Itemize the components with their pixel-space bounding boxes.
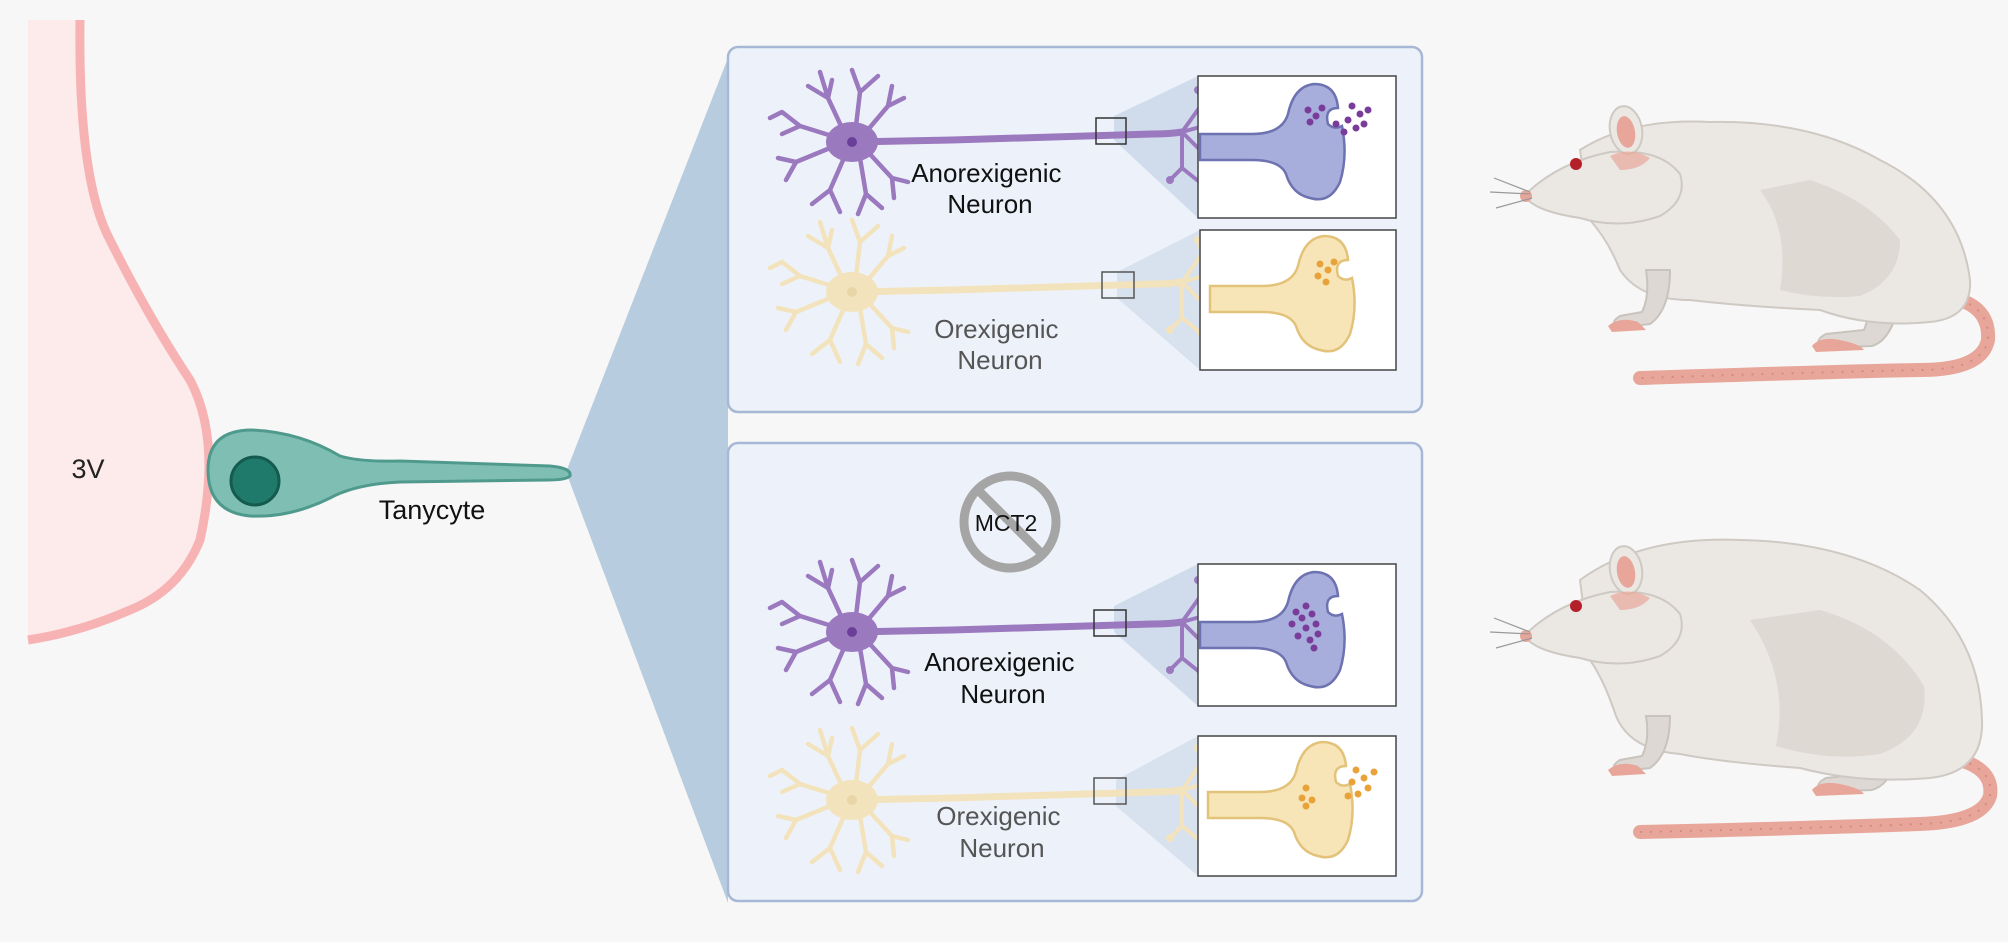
orexigenic-label: Orexigenic Neuron	[934, 314, 1066, 375]
released-vesicles	[1304, 102, 1372, 136]
anorexigenic-synapse-callout	[1197, 75, 1397, 219]
tanycyte-cell: Tanycyte	[206, 428, 572, 525]
panel-normal: Anorexigenic Neuron Orexigenic Neuron	[726, 45, 1424, 414]
callout-funnel	[1116, 736, 1198, 876]
anorexigenic-label: Anorexigenic Neuron	[911, 158, 1069, 219]
anorexigenic-synapse-callout	[1197, 563, 1397, 707]
callout-funnel	[1114, 564, 1198, 706]
panel-mct2-knockdown: MCT2 Anorexigenic Neuron Orexigenic Neur…	[726, 441, 1424, 903]
callout-funnel	[1114, 76, 1198, 218]
synapse-zoom-box	[1101, 271, 1135, 299]
released-vesicles	[1298, 766, 1378, 810]
mct2-inhibition: MCT2	[964, 476, 1056, 568]
synapse-zoom-box	[1095, 117, 1127, 145]
ventricle-label: 3V	[71, 454, 104, 484]
orexigenic-synapse-callout	[1197, 735, 1397, 877]
zoom-funnel	[566, 58, 728, 903]
lean-rat-icon	[1489, 105, 1996, 385]
callout-funnel	[1117, 230, 1200, 370]
synapse-zoom-box	[1093, 609, 1127, 637]
anorexigenic-label: Anorexigenic Neuron	[924, 647, 1082, 709]
retained-vesicles	[1288, 602, 1322, 652]
anorexigenic-neuron	[770, 560, 1232, 704]
retained-vesicles	[1314, 258, 1338, 286]
orexigenic-neuron	[770, 728, 1232, 872]
mct2-label: MCT2	[975, 510, 1038, 536]
orexigenic-label: Orexigenic Neuron	[936, 801, 1068, 863]
obese-rat-icon	[1489, 538, 1998, 839]
synapse-zoom-box	[1093, 777, 1127, 805]
tanycyte-nucleus	[229, 455, 281, 507]
orexigenic-synapse-callout	[1199, 229, 1397, 371]
anorexigenic-neuron	[770, 70, 1232, 214]
orexigenic-neuron	[770, 220, 1232, 364]
tanycyte-label: Tanycyte	[379, 495, 486, 525]
third-ventricle: 3V	[27, 19, 214, 645]
